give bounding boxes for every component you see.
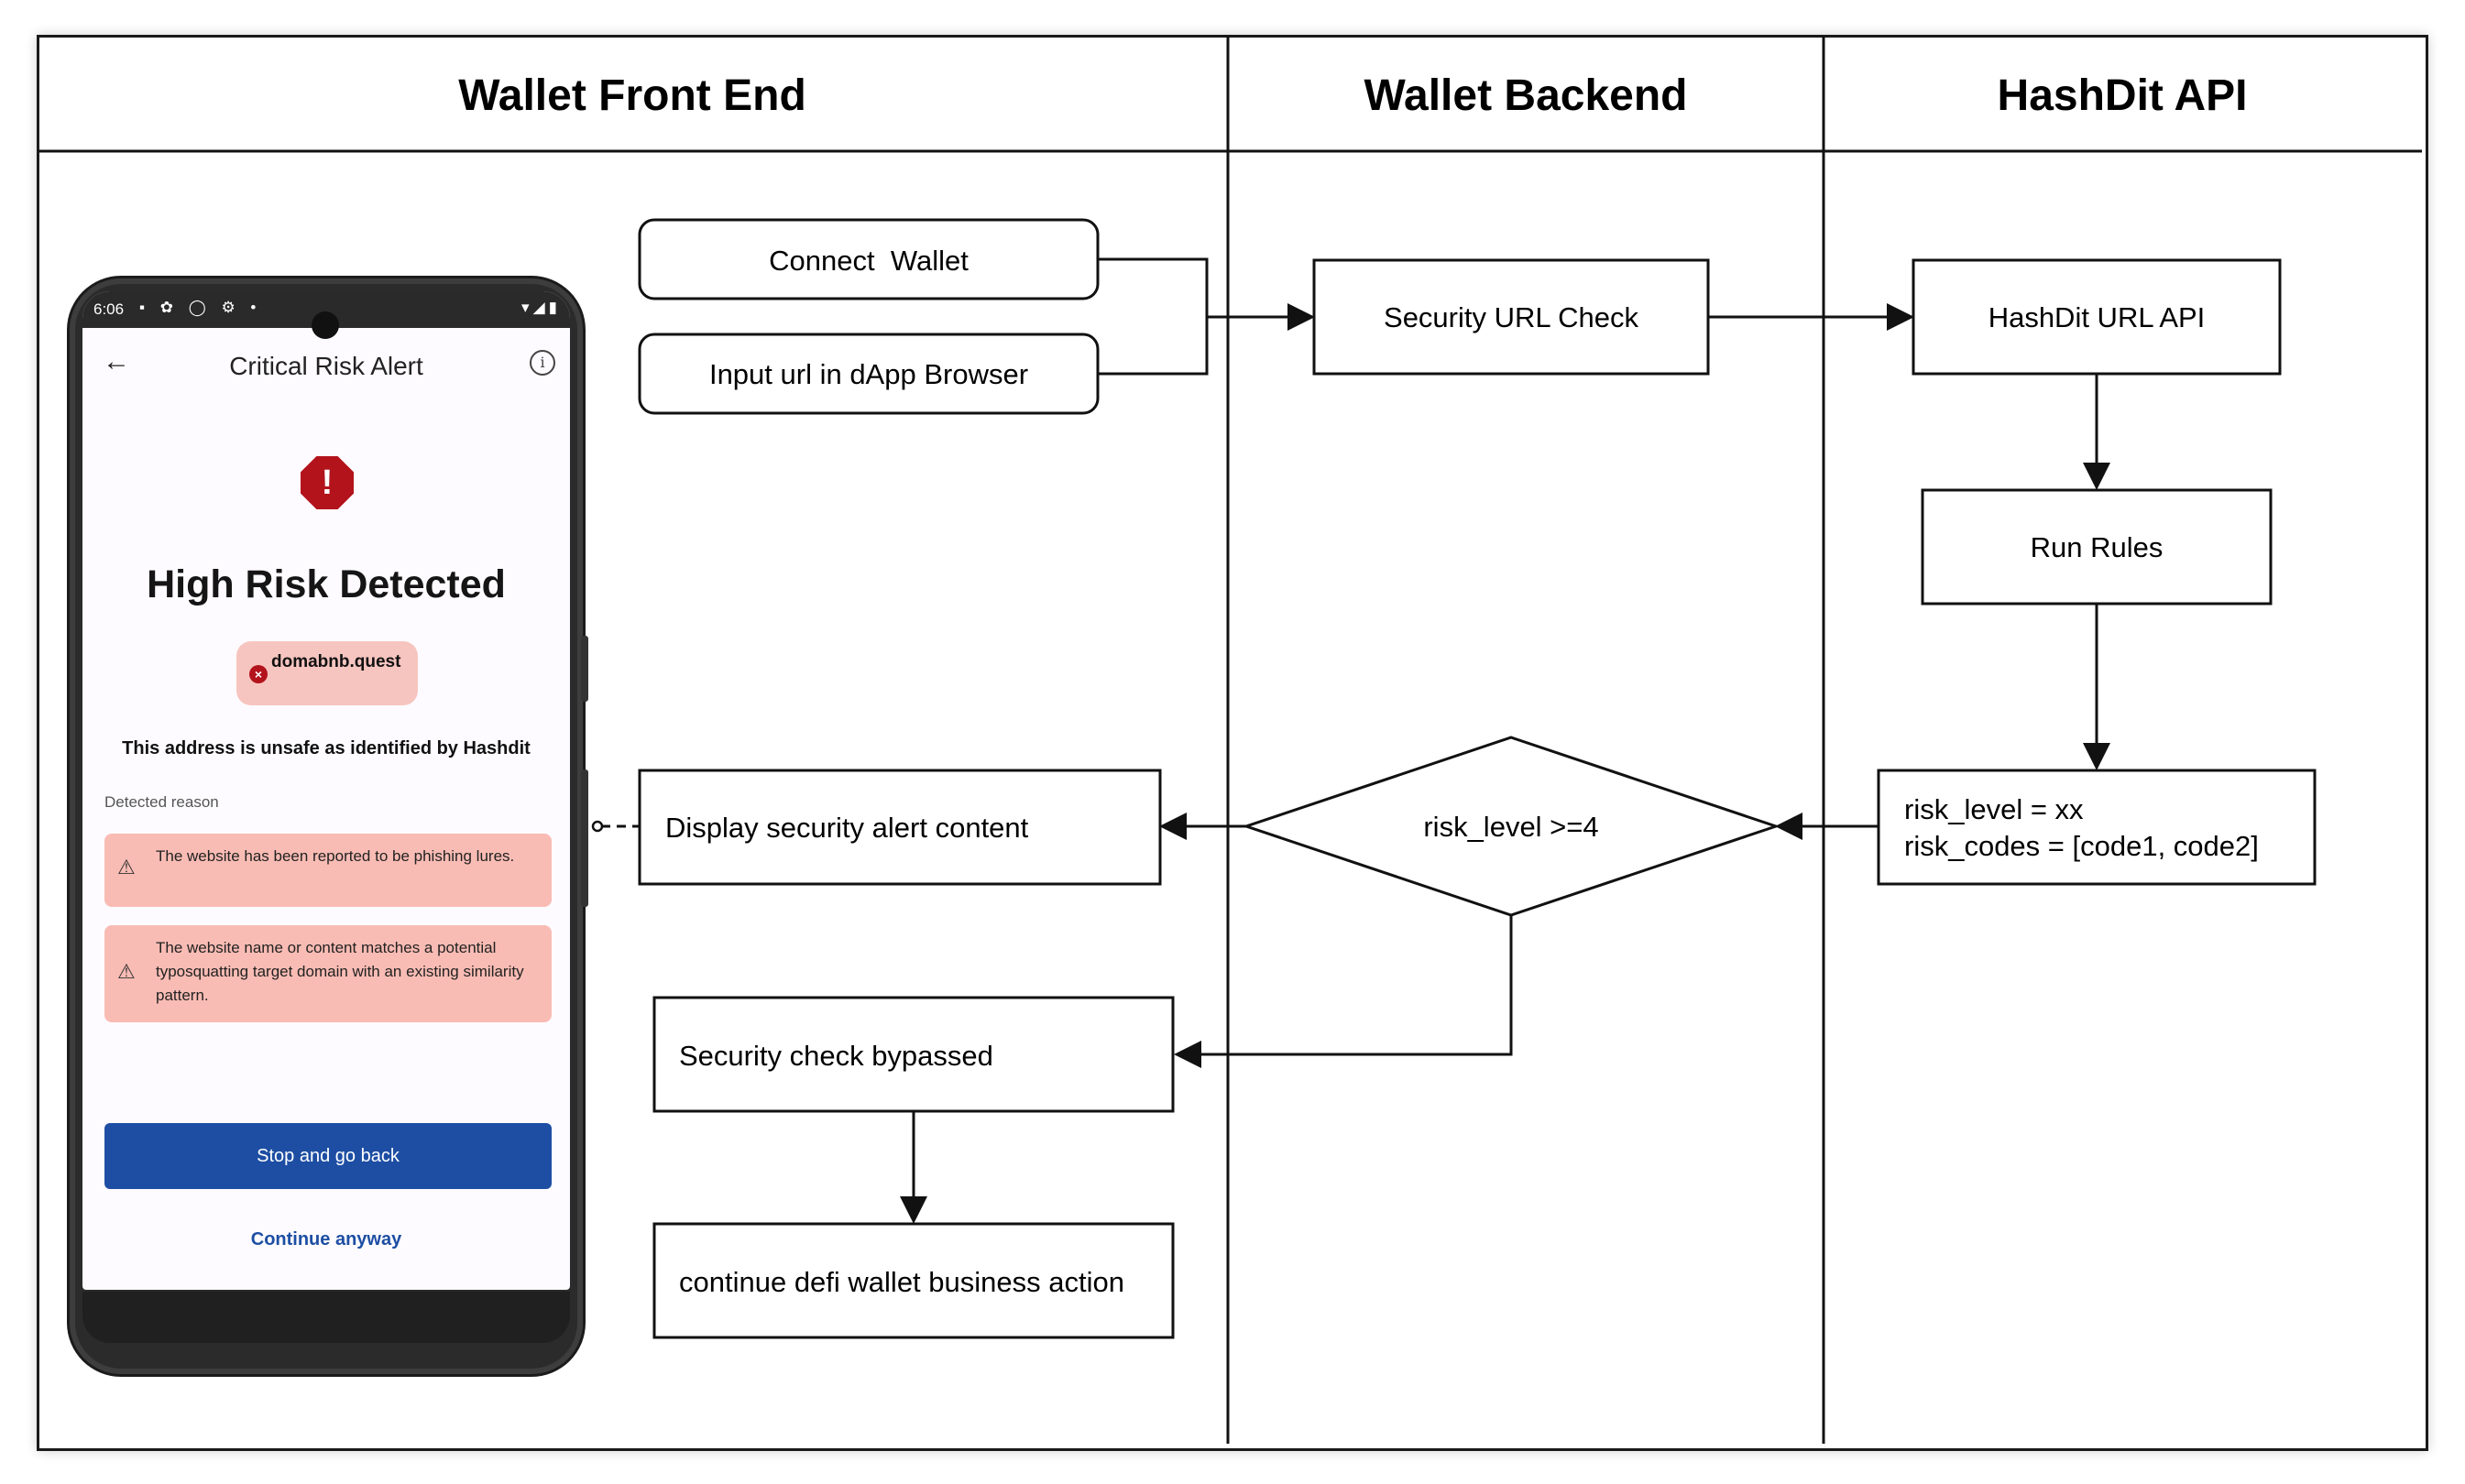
risk-level-text: risk_level = xx — [1904, 793, 2084, 825]
risk-result-node — [1877, 769, 2317, 886]
security-url-check-node — [1312, 258, 1710, 376]
run-rules-label: Run Rules — [2031, 531, 2164, 563]
screen-title: Critical Risk Alert — [229, 352, 423, 380]
connect-wallet-label: Connect Wallet — [769, 245, 969, 277]
status-time: 6:06 — [93, 300, 125, 318]
front-camera — [312, 311, 339, 339]
hashdit-url-api-label: HashDit URL API — [1988, 301, 2206, 333]
reason-text-1: The website has been reported to be phis… — [156, 847, 515, 865]
continue-anyway-link[interactable]: Continue anyway — [250, 1229, 402, 1249]
risk-decision-label: risk_level >=4 — [1423, 811, 1598, 843]
arrow-left-icon[interactable]: ← — [103, 346, 130, 376]
hashdit-url-api-node — [1912, 258, 2282, 376]
display-alert-label: Display security alert content — [665, 812, 1029, 844]
risk-codes-text: risk_codes = [code1, code2] — [1904, 830, 2259, 862]
phone-nav-bar — [82, 1292, 570, 1343]
phone-side-button-2 — [581, 769, 588, 907]
reason-card-1: ⚠ The website has been reported to be ph… — [104, 834, 552, 907]
warning-triangle-icon: ⚠ — [117, 856, 136, 878]
lane-title-front-end: Wallet Front End — [458, 71, 806, 120]
unsafe-message: This address is unsafe as identified by … — [122, 738, 531, 758]
stop-and-go-back-button[interactable]: Stop and go back — [104, 1123, 552, 1189]
run-rules-node — [1921, 488, 2273, 606]
check-bypassed-node — [652, 996, 1175, 1113]
phone-side-button-1 — [581, 636, 588, 702]
phone-screen: 6:06 ▪ ✿ ◯ ⚙ • ▾◢▮ ← Critical Risk Alert… — [82, 291, 570, 1290]
warning-triangle-icon: ⚠ — [117, 960, 136, 983]
dashed-link-endpoint — [591, 820, 604, 833]
display-alert-node — [638, 769, 1162, 886]
domain-badge: × domabnb.quest — [236, 641, 418, 705]
continue-action-node — [652, 1222, 1175, 1339]
security-url-check-label: Security URL Check — [1384, 301, 1638, 333]
continue-action-label: continue defi wallet business action — [679, 1266, 1124, 1298]
check-bypassed-label: Security check bypassed — [679, 1040, 993, 1072]
domain-text: domabnb.quest — [271, 652, 401, 671]
connector-decision-to-bypass — [1174, 915, 1513, 1068]
input-url-label: Input url in dApp Browser — [709, 358, 1028, 390]
stop-sign-icon: ! — [301, 456, 354, 509]
reason-card-2: ⚠ The website name or content matches a … — [104, 925, 552, 1022]
error-x-icon: × — [249, 665, 268, 683]
detected-reason-label: Detected reason — [104, 793, 219, 811]
status-notification-icons: ▪ ✿ ◯ ⚙ • — [139, 299, 262, 316]
connector-wallet-bracket — [1098, 257, 1209, 376]
reason-text-2: The website name or content matches a po… — [156, 939, 524, 1004]
lane-title-backend: Wallet Backend — [1364, 71, 1688, 120]
info-icon[interactable]: i — [530, 350, 555, 376]
status-signal-battery-icons: ▾◢▮ — [521, 299, 561, 316]
lane-title-api: HashDit API — [1998, 71, 2248, 120]
risk-headline: High Risk Detected — [147, 562, 506, 606]
